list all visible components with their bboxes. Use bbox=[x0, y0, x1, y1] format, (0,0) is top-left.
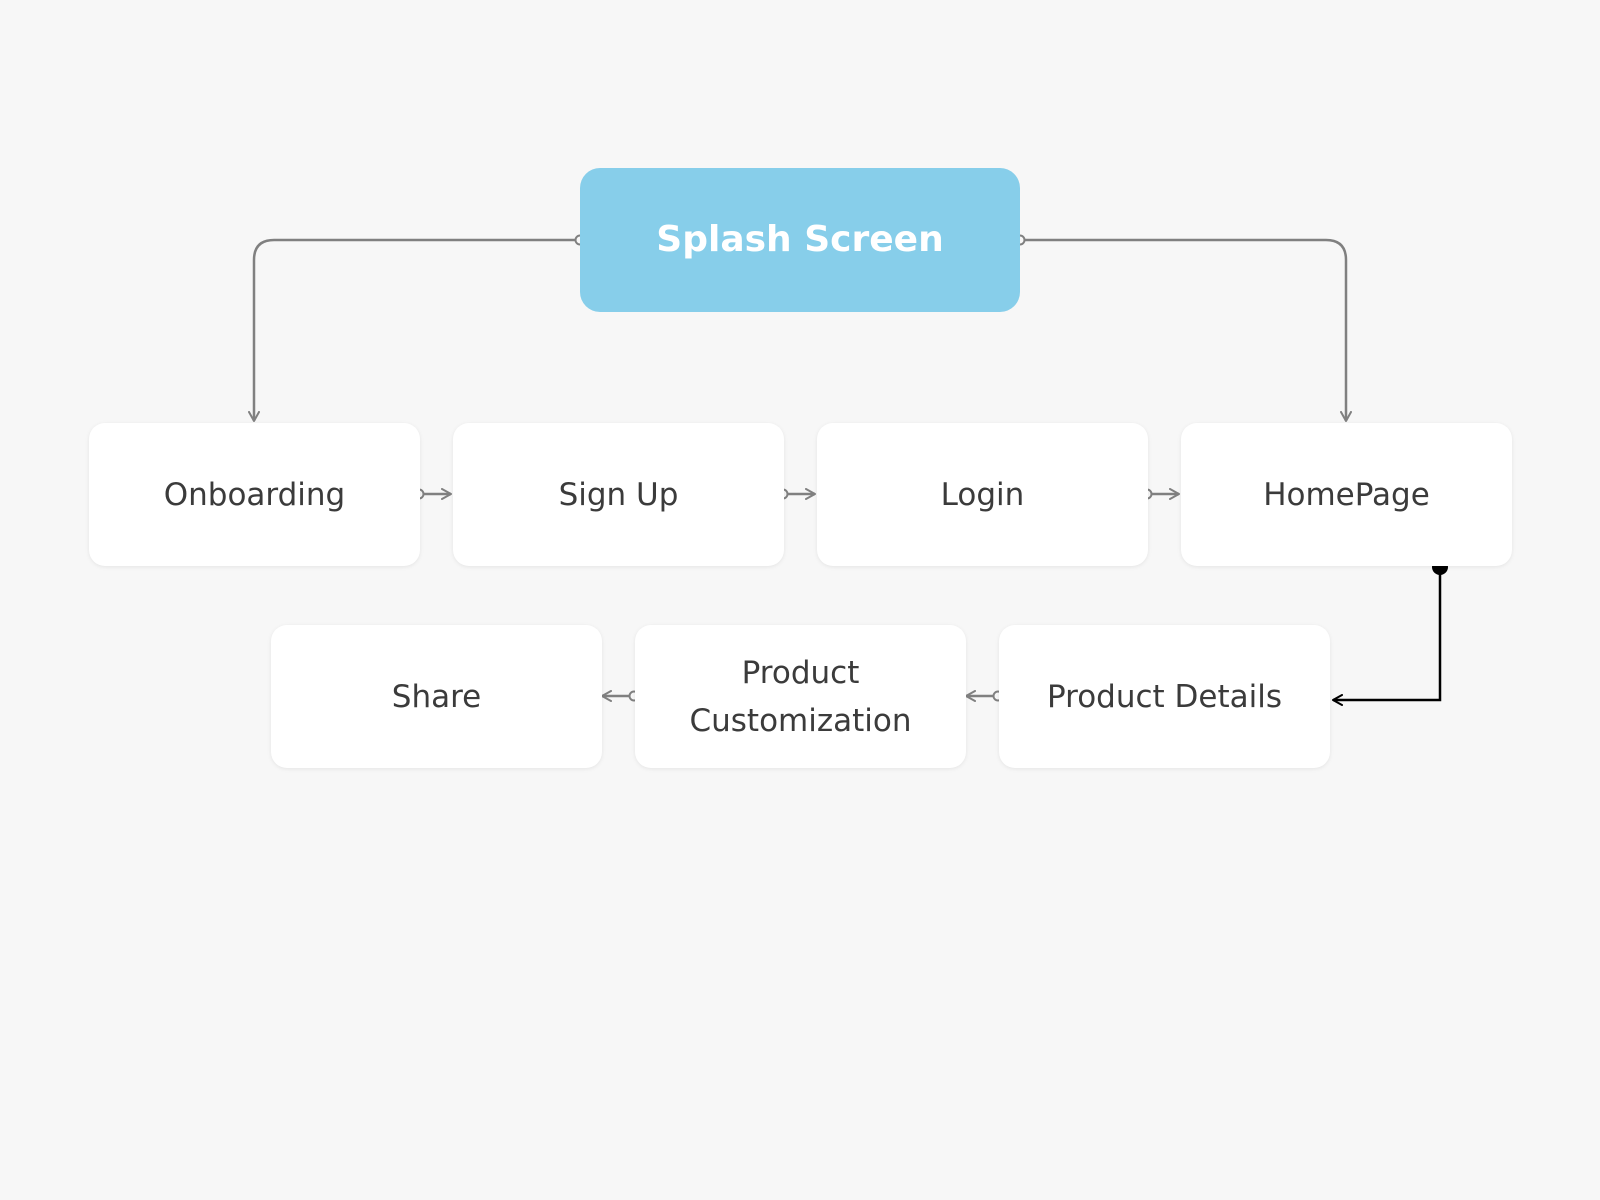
edge-customization-share bbox=[601, 690, 640, 702]
node-label: Share bbox=[391, 678, 482, 715]
node-sign-up[interactable]: Sign Up bbox=[453, 423, 784, 566]
node-label: Login bbox=[940, 476, 1025, 513]
edge-splash-homepage bbox=[1014, 234, 1352, 422]
node-product-details[interactable]: Product Details bbox=[999, 625, 1330, 768]
edge-productdetails-customization bbox=[965, 690, 1004, 702]
node-label: Product Customization bbox=[689, 654, 912, 739]
node-onboarding[interactable]: Onboarding bbox=[89, 423, 420, 566]
node-product-customization[interactable]: Product Customization bbox=[635, 625, 966, 768]
edge-homepage-productdetails bbox=[1332, 559, 1448, 706]
node-label: Splash Screen bbox=[656, 219, 944, 260]
node-login[interactable]: Login bbox=[817, 423, 1148, 566]
node-share[interactable]: Share bbox=[271, 625, 602, 768]
node-splash-screen[interactable]: Splash Screen bbox=[580, 168, 1020, 312]
node-label: Onboarding bbox=[163, 476, 346, 513]
node-label: Sign Up bbox=[558, 476, 679, 513]
node-label: HomePage bbox=[1263, 476, 1430, 513]
node-homepage[interactable]: HomePage bbox=[1181, 423, 1512, 566]
node-label: Product Details bbox=[1046, 678, 1283, 715]
edge-splash-onboarding bbox=[248, 234, 586, 422]
